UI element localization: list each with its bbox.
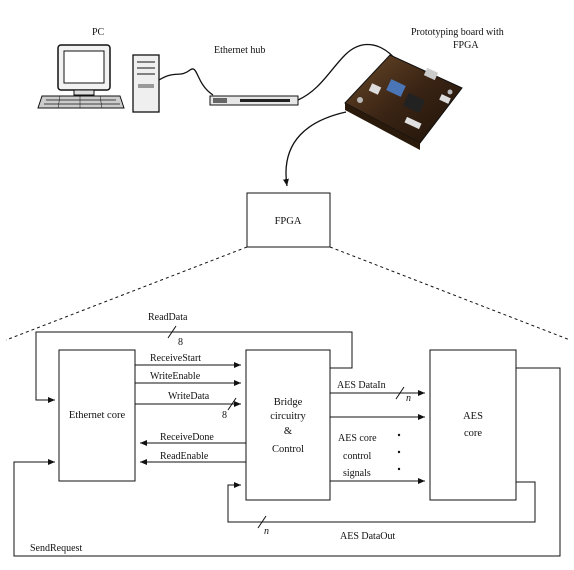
aes-dataout-bus-slash <box>257 515 267 529</box>
bridge-label-line4: Control <box>272 444 304 455</box>
ethernet-core-block <box>58 349 136 482</box>
pc-illustration <box>37 44 160 113</box>
tower-icon <box>132 54 160 113</box>
readenable-label: ReadEnable <box>160 451 209 462</box>
pc-label: PC <box>92 27 105 38</box>
aes-control-label-line2: control <box>343 451 372 462</box>
prototyping-board-icon <box>344 54 463 150</box>
bridge-label-line3: & <box>284 426 292 437</box>
writeenable-label: WriteEnable <box>150 371 201 382</box>
sendrequest-wire <box>13 367 561 557</box>
ethernet-core-label: Ethernet core <box>69 410 126 421</box>
aes-control-label-line1: AES core <box>338 433 377 444</box>
receivestart-label: ReceiveStart <box>150 353 201 364</box>
receivedone-label: ReceiveDone <box>160 432 214 443</box>
aes-dataout-wire <box>227 481 536 523</box>
ellipsis-dots <box>397 433 401 471</box>
zoom-line-left <box>5 246 248 341</box>
board-label-line2: FPGA <box>453 40 479 51</box>
sendrequest-label: SendRequest <box>30 543 82 554</box>
aes-dataout-width: n <box>264 526 269 537</box>
aes-core-block <box>429 349 517 501</box>
aes-datain-bus-slash <box>395 386 405 400</box>
hub-label: Ethernet hub <box>214 45 265 56</box>
ethernet-hub-icon <box>209 95 299 106</box>
hub-board-cable <box>297 43 399 101</box>
aes-core-label-line2: core <box>464 428 482 439</box>
readdata-bus-slash <box>167 325 177 339</box>
board-fpga-arrow <box>282 111 347 187</box>
aes-control-label-line3: signals <box>343 468 371 479</box>
fpga-box-label: FPGA <box>275 216 302 227</box>
writedata-bus-slash <box>227 397 237 411</box>
aes-datain-width: n <box>406 393 411 404</box>
bridge-block <box>245 349 331 501</box>
readdata-wire <box>35 331 353 403</box>
aes-dataout-label: AES DataOut <box>340 531 395 542</box>
keyboard-icon <box>37 95 125 109</box>
aes-datain-label: AES DataIn <box>337 380 386 391</box>
bridge-label-line1: Bridge <box>274 397 303 408</box>
readdata-label: ReadData <box>148 312 188 323</box>
pc-hub-cable <box>158 68 214 96</box>
board-label-line1: Prototyping board with <box>411 27 504 38</box>
writedata-width: 8 <box>222 410 227 421</box>
readdata-width: 8 <box>178 337 183 348</box>
bridge-label-line2: circuitry <box>270 411 306 422</box>
fpga-box <box>246 192 331 248</box>
zoom-line-right <box>329 246 571 341</box>
aes-core-label-line1: AES <box>463 411 483 422</box>
writedata-label: WriteData <box>168 391 210 402</box>
